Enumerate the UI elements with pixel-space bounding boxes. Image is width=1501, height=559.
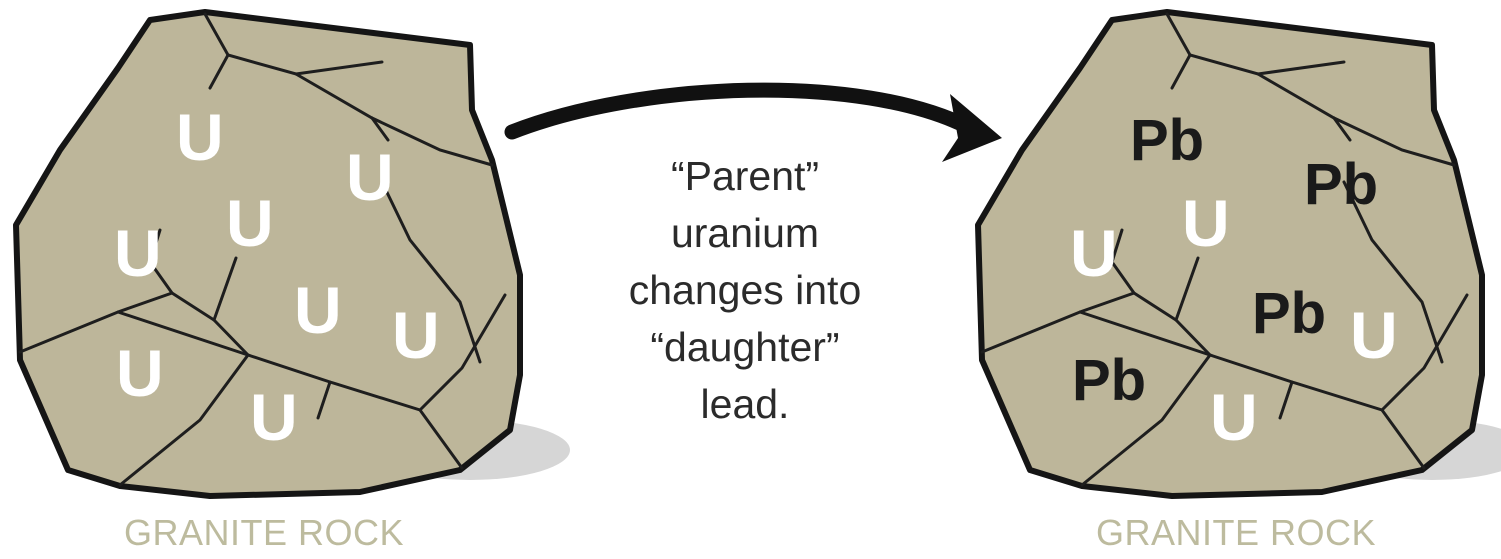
left-symbol: U <box>176 100 224 174</box>
decay-caption: “Parent” uranium changes into “daughter”… <box>555 148 935 433</box>
caption-line: changes into <box>555 262 935 319</box>
arrow-head <box>942 94 1002 162</box>
left-symbol: U <box>250 380 298 454</box>
right-symbol: U <box>1350 298 1398 372</box>
caption-line: uranium <box>555 205 935 262</box>
caption-line: lead. <box>555 376 935 433</box>
left-symbol: U <box>294 273 342 347</box>
caption-line: “Parent” <box>555 148 935 205</box>
left-symbol: U <box>116 336 164 410</box>
left-symbol: U <box>226 186 274 260</box>
right-symbol: Pb <box>1252 281 1326 346</box>
right-symbol: U <box>1070 216 1118 290</box>
caption-line: “daughter” <box>555 319 935 376</box>
left-rock-label: GRANITE ROCK <box>64 512 464 554</box>
right-symbol: Pb <box>1072 348 1146 413</box>
left-granite-rock: U U U U U U U U <box>16 12 570 496</box>
right-symbol: U <box>1182 186 1230 260</box>
right-granite-rock: Pb Pb U U Pb U Pb U <box>978 12 1501 496</box>
right-symbol: Pb <box>1304 152 1378 217</box>
left-symbol: U <box>392 298 440 372</box>
right-symbol: Pb <box>1130 108 1204 173</box>
arrow-shaft <box>512 90 970 132</box>
left-symbol: U <box>346 140 394 214</box>
right-symbol: U <box>1210 380 1258 454</box>
left-symbol: U <box>114 216 162 290</box>
right-rock-label: GRANITE ROCK <box>1036 512 1436 554</box>
